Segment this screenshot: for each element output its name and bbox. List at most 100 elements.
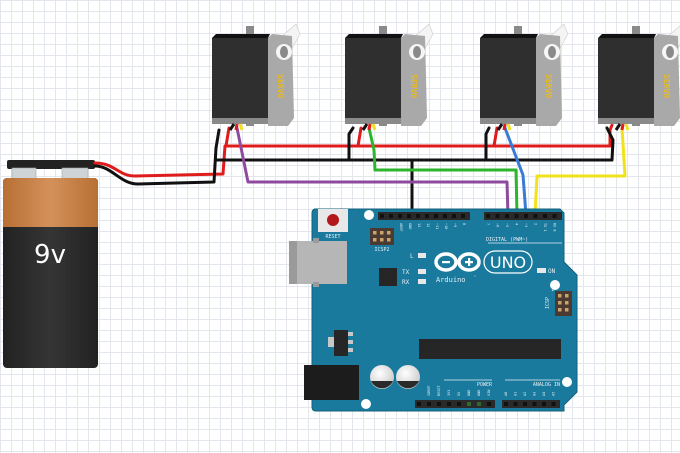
wire-signal-servo4[interactable] (533, 126, 627, 217)
battery-9v[interactable]: 9v (3, 160, 98, 368)
wire-servo2-vcc[interactable] (356, 126, 363, 148)
servo-label: SERVO (276, 74, 285, 98)
regulator-pin (348, 348, 353, 352)
header-pin[interactable] (551, 402, 556, 406)
icsp2-pin (380, 231, 384, 235)
header-analog (502, 400, 560, 408)
header-pin[interactable] (416, 214, 420, 218)
pin-label: TX 1 (543, 223, 547, 231)
led-rx-label: RX (402, 279, 410, 286)
analog-label: ANALOG IN (533, 382, 560, 388)
servo-lead-vcc (620, 123, 625, 131)
header-pin[interactable] (504, 402, 508, 406)
reset-label: RESET (325, 234, 340, 240)
servo-bottom-edge (480, 118, 536, 124)
power-label: POWER (477, 382, 493, 388)
pin-label: A3 (533, 392, 537, 396)
wire-servo2-gnd[interactable] (347, 126, 355, 162)
mounting-hole (550, 280, 560, 290)
header-pin[interactable] (461, 214, 465, 218)
capacitor (370, 365, 394, 389)
header-pin[interactable] (443, 214, 447, 218)
wire-servo3-gnd[interactable] (484, 126, 491, 162)
led-l-label: L (410, 253, 414, 260)
icsp-pin (565, 308, 569, 312)
servo-lead-vcc (234, 123, 239, 131)
wire-servo3-vcc[interactable] (492, 126, 499, 148)
board-pcb (311, 208, 578, 412)
icsp-pin (558, 294, 562, 298)
header-pin[interactable] (447, 402, 451, 406)
header-pin[interactable] (487, 402, 491, 406)
header-pin[interactable] (513, 402, 518, 406)
mounting-hole (562, 377, 572, 387)
header-pin[interactable] (389, 214, 393, 218)
servo-4[interactable]: SERVO (598, 24, 680, 131)
pin-label: ~5 (505, 223, 509, 227)
header-pin[interactable] (505, 214, 509, 218)
header-pin[interactable] (542, 402, 546, 406)
pin-label: A0 (504, 392, 508, 396)
header-pin[interactable] (523, 402, 527, 406)
header-pin[interactable] (437, 402, 441, 406)
wire-power-positive[interactable] (93, 123, 614, 178)
pin-label: ~9 (453, 223, 457, 227)
header-pin[interactable] (532, 402, 537, 406)
servo-2[interactable]: SERVO (345, 23, 434, 131)
header-pin[interactable] (407, 214, 411, 218)
battery-top-band (3, 178, 98, 227)
wire-power-negative[interactable] (93, 128, 221, 186)
wires (93, 123, 627, 217)
header-pin[interactable] (425, 214, 429, 218)
pin-label: ~6 (496, 223, 500, 227)
led-tx (418, 269, 426, 274)
icsp2-pin (373, 231, 377, 235)
wire-signal-servo3[interactable] (503, 126, 528, 217)
regulator-pin (348, 332, 353, 336)
servo-lead-gnd (361, 123, 369, 131)
header-pin[interactable] (486, 214, 490, 218)
logo-minus (442, 261, 450, 264)
header-pin[interactable] (552, 214, 557, 218)
header-pin[interactable] (495, 214, 500, 218)
reset-button[interactable] (318, 209, 348, 232)
voltage-regulator (328, 330, 353, 356)
servo-top-edge (345, 34, 403, 38)
header-pin[interactable] (398, 214, 402, 218)
header-pin[interactable] (452, 214, 456, 218)
servo-lead-gnd (228, 123, 236, 131)
header-pin[interactable] (524, 214, 528, 218)
wire-signal-servo2[interactable] (367, 126, 519, 217)
capacitor (396, 365, 420, 389)
pin-label: A5 (552, 392, 556, 396)
servo-1[interactable]: SERVO (212, 23, 301, 131)
header-pin[interactable] (543, 214, 547, 218)
wire-servo1-vcc[interactable] (224, 126, 231, 148)
header-pin[interactable] (434, 214, 438, 218)
header-pin[interactable] (533, 214, 538, 218)
regulator-body (334, 330, 348, 356)
regulator-pin (348, 340, 353, 344)
header-pin[interactable] (417, 402, 421, 406)
wire-signal-servo1[interactable] (235, 126, 510, 217)
digital-label: DIGITAL (PWM~) (486, 237, 528, 243)
header-pin[interactable] (467, 402, 471, 406)
icsp2-pins (373, 231, 391, 242)
servo-3[interactable]: SERVO (480, 23, 569, 131)
capacitor-stripe (397, 381, 419, 389)
header-pin[interactable] (427, 402, 431, 406)
uno-badge (483, 250, 533, 274)
pin-label: 8 (462, 223, 466, 225)
icsp2-label: ICSP2 (374, 247, 389, 253)
header-pin[interactable] (380, 214, 384, 218)
wire-ground-bus[interactable] (214, 126, 615, 162)
icsp-pin (558, 308, 562, 312)
header-pin[interactable] (457, 402, 461, 406)
logo-plus-v (468, 258, 471, 266)
pin-label: 7 (486, 223, 490, 225)
header-pin[interactable] (477, 402, 481, 406)
header-pin[interactable] (514, 214, 519, 218)
pin-label: 2 (534, 223, 538, 225)
